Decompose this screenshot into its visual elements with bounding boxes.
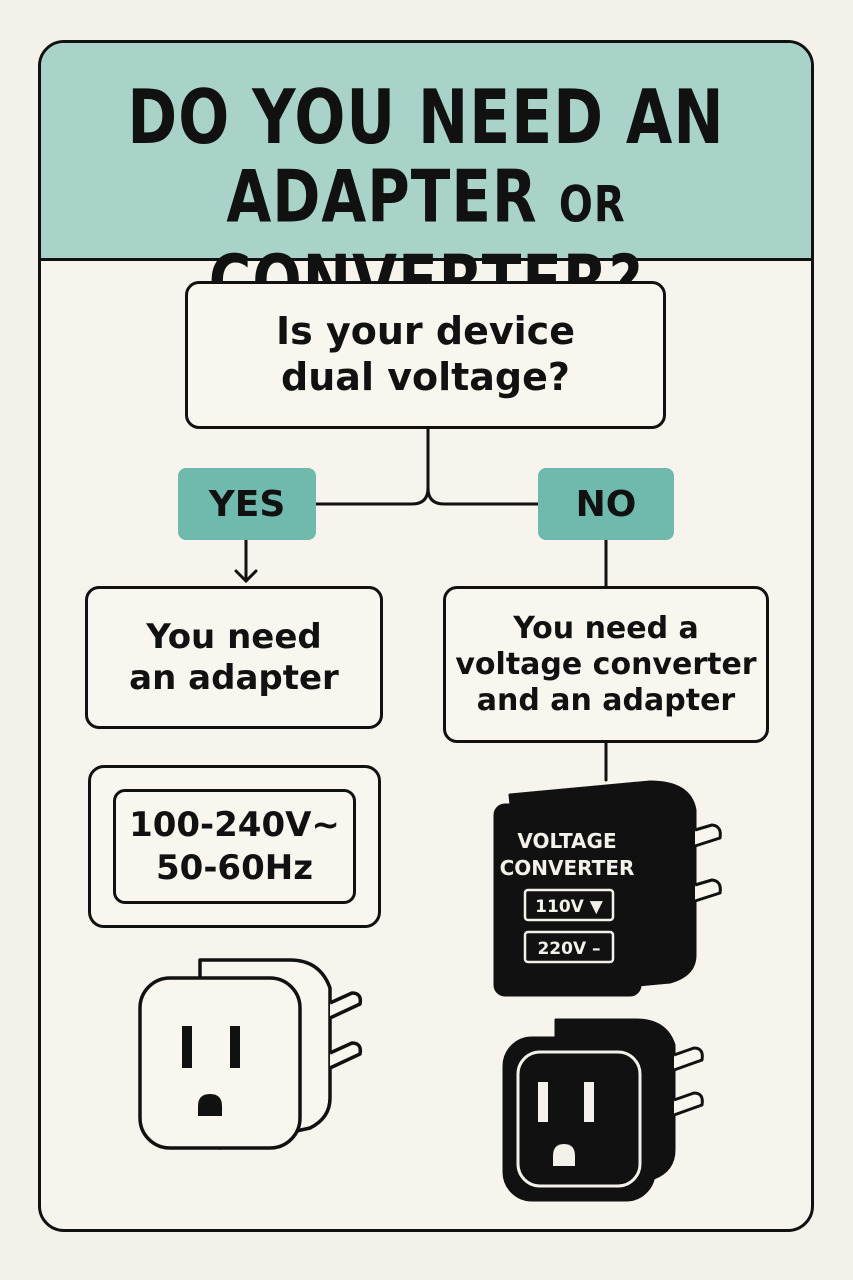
- yes-connector: [314, 486, 430, 506]
- title-adapter: ADAPTER: [226, 154, 559, 239]
- spec-inner-frame: 100-240V~ 50-60Hz: [113, 789, 356, 904]
- arrow-down-icon: [234, 569, 258, 584]
- converter-result-box: You need a voltage converter and an adap…: [443, 586, 769, 743]
- converter-setting-110v: 110V ▼: [535, 897, 604, 917]
- question-line-1: Is your device: [276, 309, 575, 354]
- question-line-2: dual voltage?: [281, 355, 570, 399]
- spec-voltage: 100-240V~: [129, 805, 340, 845]
- spec-frequency: 50-60Hz: [156, 847, 313, 888]
- converter-result-line-1: You need a: [513, 610, 699, 646]
- voltage-spec-label: 100-240V~ 50-60Hz: [88, 765, 381, 928]
- voltage-converter-icon: VOLTAGE CONVERTER 110V ▼ 220V –: [493, 780, 722, 997]
- converter-result-line-2: voltage converter: [455, 646, 757, 682]
- title-line-1: DO YOU NEED AN: [127, 74, 725, 162]
- white-outlet-adapter-icon: [138, 958, 363, 1150]
- converter-setting-220v: 220V –: [537, 939, 600, 959]
- black-outlet-adapter-icon: [502, 1018, 704, 1202]
- no-label: NO: [538, 468, 674, 540]
- question-box: Is your device dual voltage?: [185, 281, 666, 429]
- converter-result-line-3: and an adapter: [476, 682, 736, 718]
- converter-label-2: CONVERTER: [500, 856, 635, 880]
- title-or: OR: [558, 176, 626, 235]
- adapter-result-line-2: an adapter: [129, 657, 339, 698]
- converter-label-1: VOLTAGE: [517, 829, 616, 853]
- no-connector: [426, 486, 540, 506]
- adapter-result-box: You need an adapter: [85, 586, 383, 729]
- adapter-result-line-1: You need: [146, 616, 322, 657]
- yes-label: YES: [178, 468, 316, 540]
